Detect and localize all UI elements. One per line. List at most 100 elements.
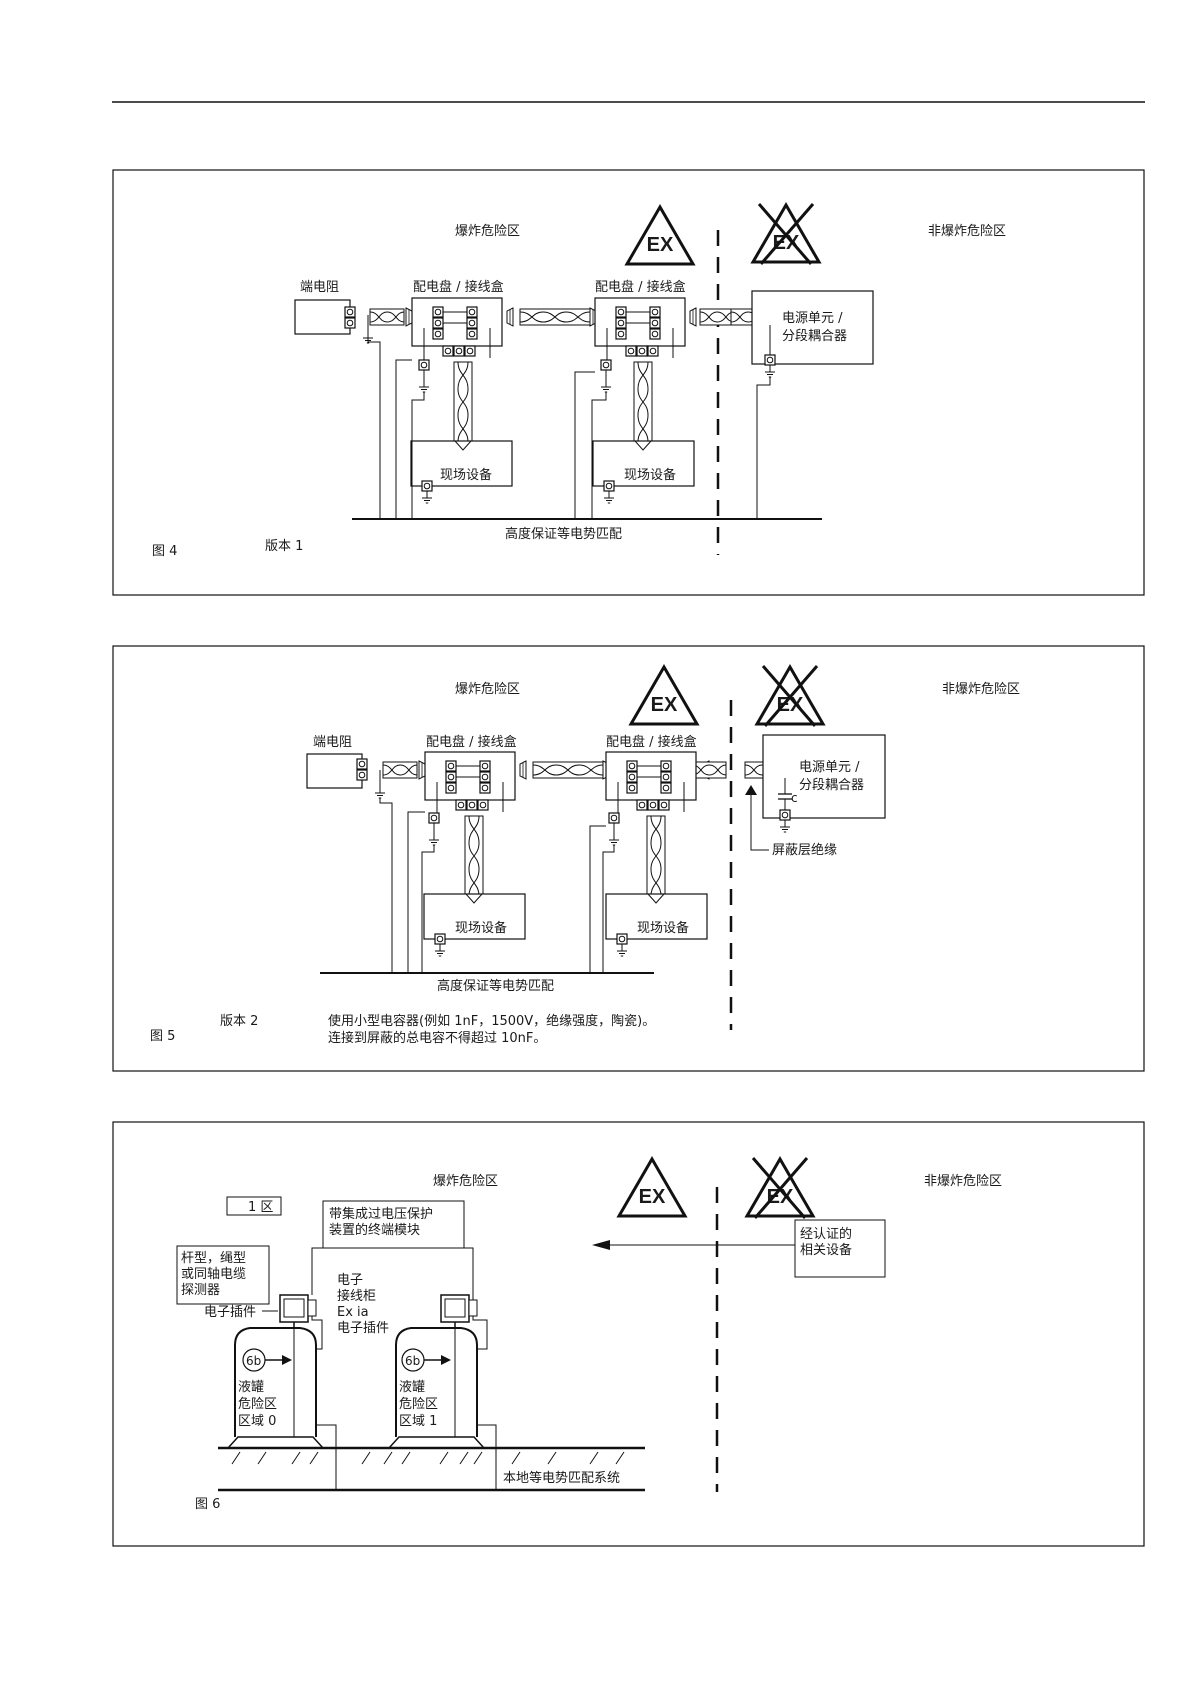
junction-box xyxy=(412,298,502,364)
certified-equipment-box xyxy=(794,1219,886,1278)
housing-label: 电子插件 xyxy=(337,1321,389,1336)
ex-warning-icon: EX xyxy=(617,1157,687,1218)
terminal-module-box xyxy=(322,1200,465,1249)
safe-zone-label: 非爆炸危险区 xyxy=(924,1174,1002,1189)
ground-symbol xyxy=(434,943,446,957)
cable-gland xyxy=(405,307,413,327)
no-ex-icon: EX xyxy=(755,664,825,728)
ground-symbol xyxy=(428,832,440,846)
ground-hatching xyxy=(231,1451,625,1465)
field-device-box xyxy=(592,440,695,487)
tank-label: 危险区 xyxy=(238,1397,277,1412)
bus-cable xyxy=(699,308,735,326)
field-device-label: 现场设备 xyxy=(637,920,689,936)
svg-text:EX: EX xyxy=(767,1186,794,1208)
terminator-label: 端电阻 xyxy=(313,735,352,750)
figure-5: 爆炸危险区 非爆炸危险区 EX EX 端电阻 配电盘 / 接线盒 xyxy=(112,645,1145,1072)
bus-cable xyxy=(369,308,405,326)
bus-cable xyxy=(519,308,591,326)
figure-6-frame xyxy=(112,1121,1145,1547)
ground-symbol xyxy=(616,943,628,957)
bus-cable xyxy=(691,761,727,779)
spur-cable xyxy=(453,361,473,443)
pointer-arrow xyxy=(745,785,757,795)
equipotential-label: 高度保证等电势匹配 xyxy=(505,526,622,542)
hazard-zone-label: 爆炸危险区 xyxy=(433,1174,498,1189)
junction-box-label: 配电盘 / 接线盒 xyxy=(426,734,517,750)
field-device-label: 现场设备 xyxy=(440,467,492,483)
ground-symbol xyxy=(603,490,615,504)
hazard-zone-label: 爆炸危险区 xyxy=(455,224,520,239)
tank-label: 液罐 xyxy=(399,1380,425,1395)
probe-label: 探测器 xyxy=(181,1283,220,1298)
spur-cable xyxy=(633,361,653,443)
no-ex-icon: EX xyxy=(745,1156,815,1220)
svg-text:EX: EX xyxy=(773,232,800,254)
figure-6: 爆炸危险区 非爆炸危险区 EX EX 1 区 带集成过电压保护 装置的终端模块 … xyxy=(112,1121,1145,1547)
marker-label: 6b xyxy=(246,1354,261,1368)
bus-cable xyxy=(532,761,604,779)
no-ex-icon: EX xyxy=(751,202,821,266)
version-label: 版本 1 xyxy=(265,539,303,554)
capacitor-label: c xyxy=(791,791,798,805)
figure-4: 爆炸危险区 非爆炸危险区 EX EX 端电阻 配电盘 / 接线盒 xyxy=(112,169,1145,596)
probe-label: 或同轴电缆 xyxy=(181,1266,246,1282)
field-device-box xyxy=(423,893,526,940)
junction-box-label: 配电盘 / 接线盒 xyxy=(595,279,686,295)
hazard-zone-label: 爆炸危险区 xyxy=(455,682,520,697)
tank-label: 液罐 xyxy=(238,1380,264,1395)
figure-label: 图 5 xyxy=(150,1029,175,1044)
ground-symbol xyxy=(764,364,776,378)
probe-label: 杆型，绳型 xyxy=(181,1251,246,1266)
field-device-label: 现场设备 xyxy=(624,467,676,483)
zone-1-box xyxy=(226,1196,282,1216)
housing-label: 电子 xyxy=(337,1273,363,1288)
ex-warning-icon: EX xyxy=(625,205,695,266)
power-unit-box xyxy=(762,734,886,819)
svg-text:EX: EX xyxy=(639,1186,666,1208)
ground-symbol xyxy=(374,785,386,799)
terminator-label: 端电阻 xyxy=(300,280,339,295)
junction-box-label: 配电盘 / 接线盒 xyxy=(413,279,504,295)
terminator-box xyxy=(306,753,363,789)
tank-label: 危险区 xyxy=(399,1397,438,1412)
field-device-box xyxy=(605,893,708,940)
junction-box-label: 配电盘 / 接线盒 xyxy=(606,734,697,750)
zone-1-label: 1 区 xyxy=(248,1200,273,1215)
housing-label: Ex ia xyxy=(337,1305,369,1320)
version-label: 版本 2 xyxy=(220,1014,258,1029)
note-text: 连接到屏蔽的总电容不得超过 10nF。 xyxy=(328,1030,546,1046)
ground-symbol xyxy=(418,379,430,393)
ground-symbol xyxy=(608,832,620,846)
terminal-module-label: 装置的终端模块 xyxy=(329,1222,420,1238)
figure-label: 图 4 xyxy=(152,544,177,559)
ex-warning-icon: EX xyxy=(629,665,699,726)
junction-box xyxy=(425,752,515,818)
spur-cable xyxy=(646,815,666,897)
ground-symbol xyxy=(600,379,612,393)
power-unit-label: 分段耦合器 xyxy=(799,778,864,793)
terminator-box xyxy=(294,299,351,335)
figure-label: 图 6 xyxy=(195,1497,220,1512)
shield-insulation-label: 屏蔽层绝缘 xyxy=(772,842,837,858)
tank-label: 区域 1 xyxy=(399,1414,437,1429)
figure-4-frame xyxy=(112,169,1145,596)
tank-2: 6b 液罐 危险区 区域 1 xyxy=(388,1294,488,1449)
certified-equipment-label: 相关设备 xyxy=(800,1242,852,1258)
bus-cable xyxy=(382,761,418,779)
svg-text:EX: EX xyxy=(647,234,674,256)
plugin-label: 电子插件 xyxy=(204,1305,256,1320)
figure-5-frame xyxy=(112,645,1145,1072)
note-text: 使用小型电容器(例如 1nF，1500V，绝缘强度，陶瓷)。 xyxy=(328,1013,655,1029)
probe-box xyxy=(176,1245,270,1305)
svg-text:EX: EX xyxy=(777,694,804,716)
terminal-module-label: 带集成过电压保护 xyxy=(329,1206,433,1222)
tank-label: 区域 0 xyxy=(238,1414,276,1429)
safe-zone-label: 非爆炸危险区 xyxy=(942,682,1020,697)
certified-equipment-label: 经认证的 xyxy=(800,1226,852,1242)
tank-1: 6b 液罐 危险区 区域 0 xyxy=(227,1294,324,1449)
field-device-label: 现场设备 xyxy=(455,920,507,936)
svg-text:EX: EX xyxy=(651,694,678,716)
junction-box xyxy=(595,298,685,364)
